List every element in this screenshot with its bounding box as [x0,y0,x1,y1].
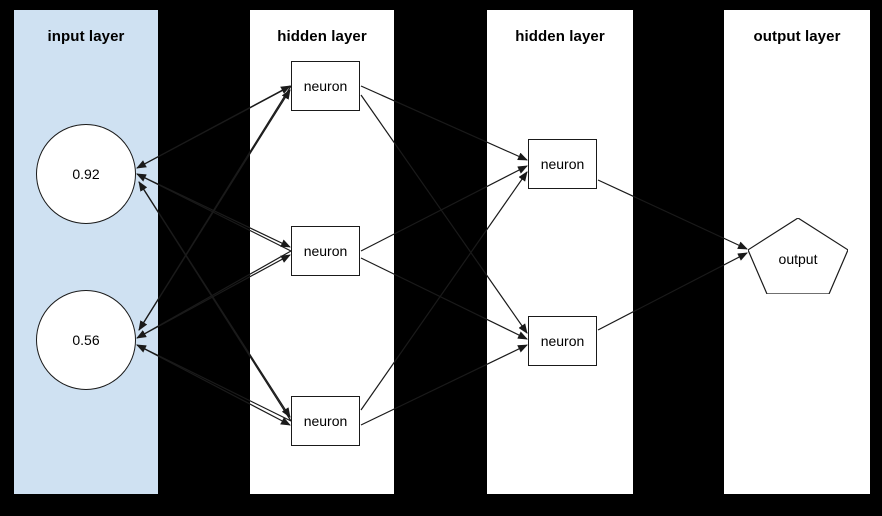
node-h2-2[interactable]: neuron [528,316,597,366]
node-label: neuron [303,78,348,94]
node-in-1[interactable]: 0.92 [36,124,136,224]
node-label: neuron [540,333,585,349]
node-h1-1[interactable]: neuron [291,61,360,111]
layer-column-hidden-2: hidden layer [487,10,633,494]
node-in-2[interactable]: 0.56 [36,290,136,390]
node-out-1[interactable]: output [748,218,848,294]
pentagon-shape [748,218,848,294]
node-label: neuron [303,413,348,429]
layer-column-input: input layer [14,10,158,494]
node-h1-2[interactable]: neuron [291,226,360,276]
layer-title-hidden-2: hidden layer [515,28,605,45]
node-h2-1[interactable]: neuron [528,139,597,189]
node-label: output [778,251,818,267]
edges [136,85,748,426]
layer-title-input: input layer [47,28,125,45]
node-label: neuron [303,243,348,259]
node-label: 0.56 [72,332,100,348]
node-h1-3[interactable]: neuron [291,396,360,446]
layer-title-output: output layer [753,28,841,45]
layer-title-hidden-1: hidden layer [277,28,367,45]
node-label: neuron [540,156,585,172]
node-label: 0.92 [72,166,100,182]
